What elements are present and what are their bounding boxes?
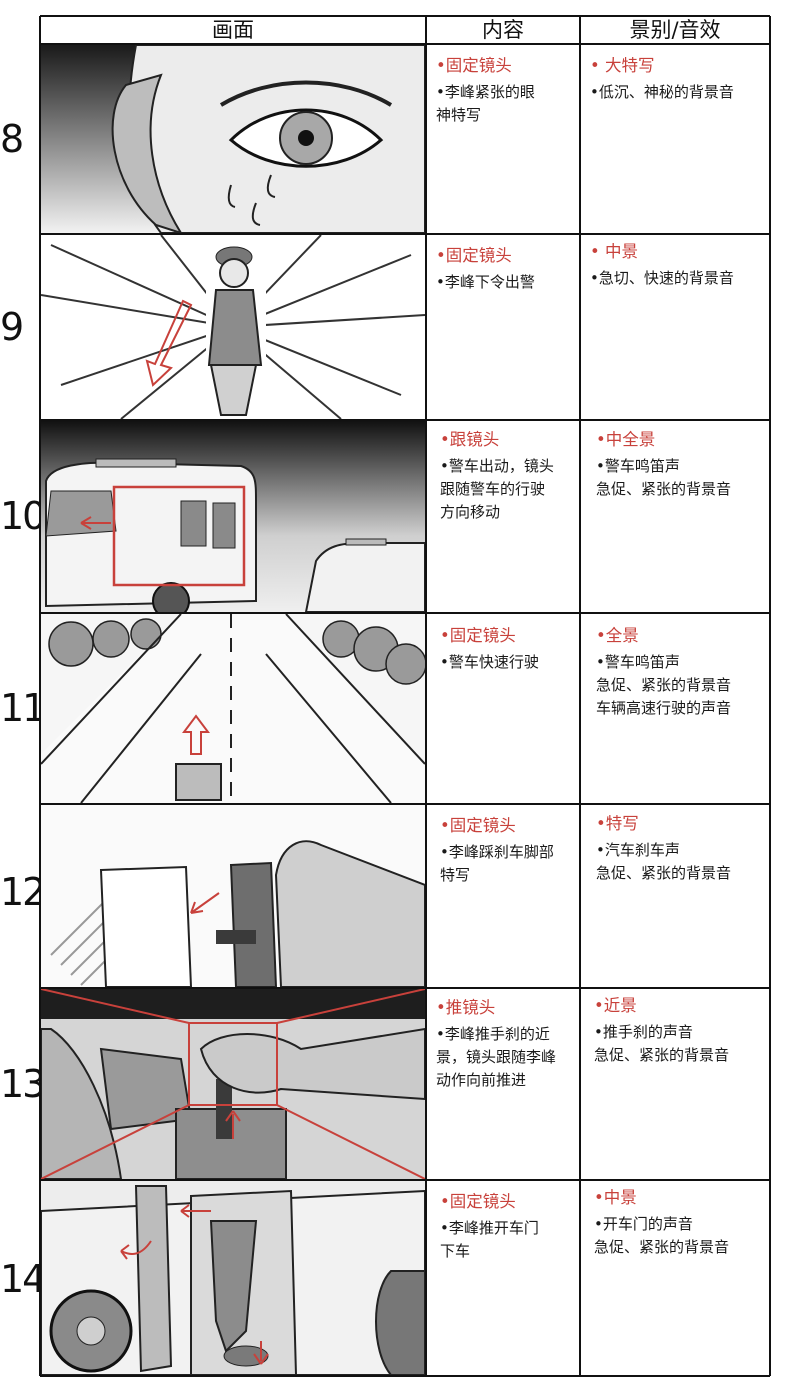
shot-size: •全景 [596,626,639,645]
sound-description: •低沉、神秘的背景音 [590,83,734,101]
shot-size: •中全景 [596,430,656,449]
shot-size: •中景 [594,1188,637,1207]
shot-size: •近景 [594,996,637,1015]
content-description: •李峰紧张的眼 神特写 [436,83,535,124]
content-description: •李峰踩刹车脚部 特写 [440,843,554,884]
shot-sound-cell: •特写 •汽车刹车声 急促、紧张的背景音 [596,812,768,885]
content-description: •李峰推手刹的近 景，镜头跟随李峰 动作向前推进 [436,1025,557,1089]
camera-type: •固定镜头 [436,246,512,265]
content-cell: •跟镜头 •警车出动，镜头 跟随警车的行驶 方向移动 [440,428,578,524]
eye-closeup-drawing [41,45,425,233]
shot-size: •特写 [596,814,639,833]
header-picture: 画面 [212,18,254,42]
header-shot-sound: 景别/音效 [629,18,721,42]
camera-type: •固定镜头 [436,56,512,75]
content-cell: •固定镜头 •李峰推开车门 下车 [440,1190,578,1263]
shot-number: 10 [0,494,46,538]
sound-description: •警车鸣笛声 急促、紧张的背景音 [596,457,732,498]
frame-police-van [41,421,425,612]
camera-type: •固定镜头 [440,626,516,645]
highway-drawing [41,614,425,803]
camera-type: •固定镜头 [440,1192,516,1211]
camera-type: •推镜头 [436,998,496,1017]
header-content: 内容 [482,18,524,42]
frame-eye-closeup [41,45,425,233]
shot-size: • 大特写 [590,56,655,75]
camera-type: •跟镜头 [440,430,500,449]
content-cell: •固定镜头 •警车快速行驶 [440,624,578,674]
shot-size: • 中景 [590,242,638,261]
frame-car-door [41,1181,425,1375]
handbrake-drawing [41,989,425,1179]
content-cell: •固定镜头 •李峰踩刹车脚部 特写 [440,814,578,887]
content-cell: •固定镜头 •李峰下令出警 [436,244,576,294]
sound-description: •开车门的声音 急促、紧张的背景音 [594,1215,730,1256]
shot-sound-cell: •近景 •推手刹的声音 急促、紧张的背景音 [594,994,768,1067]
shot-number: 12 [0,870,46,914]
sound-description: •汽车刹车声 急促、紧张的背景音 [596,841,732,882]
command-drawing [41,235,425,419]
content-description: •警车出动，镜头 跟随警车的行驶 方向移动 [440,457,554,521]
frame-highway [41,614,425,803]
shot-sound-cell: •中全景 •警车鸣笛声 急促、紧张的背景音 [596,428,768,501]
sound-description: •警车鸣笛声 急促、紧张的背景音 车辆高速行驶的声音 [596,653,732,717]
frame-handbrake [41,989,425,1179]
camera-type: •固定镜头 [440,816,516,835]
shot-number: 8 [0,117,24,161]
shot-sound-cell: •全景 •警车鸣笛声 急促、紧张的背景音 车辆高速行驶的声音 [596,624,768,720]
frame-command [41,235,425,419]
shot-number: 14 [0,1257,46,1301]
shot-number: 13 [0,1062,46,1106]
shot-number: 9 [0,305,24,349]
car-door-drawing [41,1185,425,1375]
brake-pedal-drawing [50,840,425,987]
sound-description: •推手刹的声音 急促、紧张的背景音 [594,1023,730,1064]
frame-brake-pedal [41,805,425,987]
shot-sound-cell: • 中景 •急切、快速的背景音 [590,240,768,290]
content-cell: •固定镜头 •李峰紧张的眼 神特写 [436,54,576,127]
content-cell: •推镜头 •李峰推手刹的近 景，镜头跟随李峰 动作向前推进 [436,996,578,1092]
shot-sound-cell: • 大特写 •低沉、神秘的背景音 [590,54,768,104]
shot-number: 11 [0,686,46,730]
content-description: •李峰下令出警 [436,273,535,291]
police-van-drawing [41,421,425,612]
content-description: •李峰推开车门 下车 [440,1219,539,1260]
shot-sound-cell: •中景 •开车门的声音 急促、紧张的背景音 [594,1186,768,1259]
content-description: •警车快速行驶 [440,653,539,671]
sound-description: •急切、快速的背景音 [590,269,734,287]
